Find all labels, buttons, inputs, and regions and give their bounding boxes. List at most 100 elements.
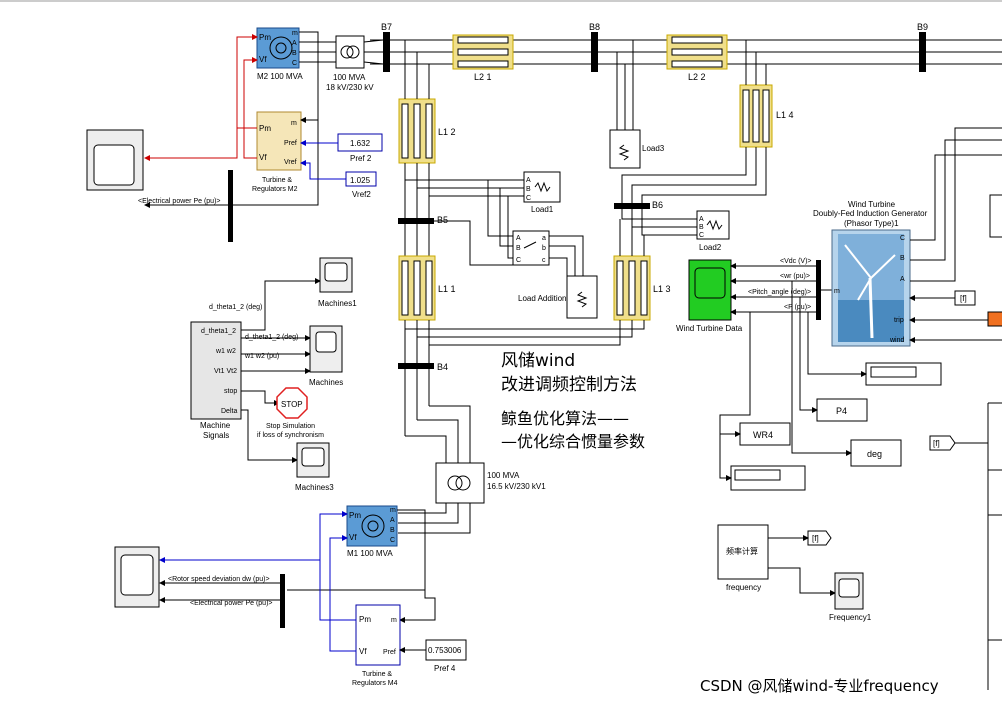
- svg-text:Vf: Vf: [259, 55, 267, 64]
- svg-text:frequency: frequency: [726, 583, 761, 592]
- goto-f-top[interactable]: [f]: [954, 290, 976, 306]
- svg-text:B7: B7: [381, 22, 392, 32]
- regulator-m2[interactable]: Pm m Pref Vf Vref Turbine & Regulators M…: [252, 111, 302, 193]
- svg-text:C: C: [526, 195, 531, 202]
- scope-left-bottom[interactable]: [114, 546, 160, 608]
- machine-m2[interactable]: Pm Vf m A B C M2 100 MVA: [256, 27, 303, 81]
- svg-text:Pref: Pref: [284, 140, 297, 147]
- bus-selector-m2[interactable]: [228, 170, 233, 242]
- svg-text:B: B: [516, 245, 521, 252]
- goto-wr4[interactable]: WR4: [739, 422, 791, 446]
- svg-text:B: B: [292, 50, 297, 57]
- right-bottom-wires: [955, 402, 1002, 690]
- scope-frequency1[interactable]: Frequency1: [829, 572, 872, 622]
- goto-deg[interactable]: deg: [850, 439, 902, 467]
- goto-p4[interactable]: P4: [816, 398, 868, 422]
- m2-red-wires: [144, 34, 258, 161]
- svg-text:A: A: [516, 235, 521, 242]
- constant-vref2[interactable]: 1.025 Vref2: [345, 171, 377, 199]
- svg-text:L1 3: L1 3: [653, 284, 671, 294]
- bus-b6[interactable]: B6: [614, 200, 663, 210]
- load3[interactable]: Load3: [609, 129, 665, 169]
- svg-text:<P (pu)>: <P (pu)>: [784, 304, 811, 311]
- svg-text:Load1: Load1: [531, 205, 554, 214]
- line-l1-1[interactable]: L1 1: [398, 255, 456, 321]
- svg-text:B: B: [526, 186, 531, 193]
- svg-text:Wind Turbine: Wind Turbine: [848, 200, 896, 209]
- wind-turbine-data-scope[interactable]: Wind Turbine Data: [676, 259, 743, 333]
- svg-text:<wr (pu)>: <wr (pu)>: [780, 273, 810, 280]
- line-l1-4[interactable]: L1 4: [739, 84, 794, 148]
- svg-text:m: m: [292, 30, 298, 37]
- svg-text:d_theta1_2 (deg): d_theta1_2 (deg): [209, 304, 262, 311]
- svg-text:Signals: Signals: [203, 431, 229, 440]
- svg-text:Machines3: Machines3: [295, 483, 334, 492]
- line-l1-3[interactable]: L1 3: [613, 255, 671, 321]
- scope-machines3[interactable]: Machines3: [295, 442, 334, 492]
- wt-right-wires: [909, 127, 1002, 343]
- from-f[interactable]: [f]: [929, 435, 956, 451]
- svg-text:B9: B9: [917, 22, 928, 32]
- annotation-red-1: 风储wind: [501, 351, 575, 371]
- breaker[interactable]: A B C a b c: [512, 230, 550, 266]
- svg-text:C: C: [516, 257, 521, 264]
- svg-text:w1 w2: w1 w2: [215, 348, 236, 355]
- load1-wires: [405, 179, 524, 197]
- machine-m1[interactable]: Pm Vf m A B C M1 100 MVA: [346, 505, 398, 558]
- load2[interactable]: A B C Load2: [696, 210, 730, 252]
- bus-b7[interactable]: B7: [381, 22, 392, 72]
- transformer-t1[interactable]: 100 MVA 16.5 kV/230 kV1: [435, 462, 546, 504]
- svg-text:[f]: [f]: [933, 439, 940, 448]
- bus-b5[interactable]: B5: [398, 215, 448, 225]
- scope-left-top[interactable]: [86, 129, 144, 191]
- bus-b4[interactable]: B4: [398, 362, 448, 372]
- constant-pref2[interactable]: 1.632 Pref 2: [337, 133, 383, 163]
- svg-text:B6: B6: [652, 200, 663, 210]
- load1[interactable]: A B C Load1: [523, 171, 561, 214]
- svg-text:Machines: Machines: [309, 378, 343, 387]
- line-l2-2[interactable]: L2 2: [666, 34, 728, 82]
- bus-b9[interactable]: B9: [917, 22, 928, 72]
- svg-text:b: b: [542, 245, 546, 252]
- svg-text:C: C: [900, 235, 905, 242]
- bus-b8[interactable]: B8: [589, 22, 600, 72]
- svg-text:B8: B8: [589, 22, 600, 32]
- svg-text:Pm: Pm: [359, 615, 371, 624]
- svg-text:Vref2: Vref2: [352, 190, 371, 199]
- orange-constant[interactable]: [987, 311, 1002, 327]
- wt-bus-selector[interactable]: [816, 260, 821, 320]
- m4-blue-wires: [159, 511, 356, 652]
- svg-text:Pm: Pm: [349, 511, 361, 520]
- regulator-m4[interactable]: Pm m Vf Pref Turbine & Regulators M4: [352, 604, 401, 687]
- svg-text:wind: wind: [889, 337, 905, 344]
- svg-text:L2 1: L2 1: [474, 72, 492, 82]
- svg-text:a: a: [542, 235, 546, 242]
- scope-machines[interactable]: Machines: [309, 325, 343, 387]
- load-addition[interactable]: Load Addition: [518, 275, 598, 319]
- svg-text:Pm: Pm: [259, 124, 271, 133]
- svg-text:Pm: Pm: [259, 33, 271, 42]
- svg-text:Pref 2: Pref 2: [350, 154, 372, 163]
- wind-turbine-dfig[interactable]: m C B A trip wind: [831, 229, 911, 347]
- right-edge-block[interactable]: [989, 194, 1002, 238]
- frequency-calc-block[interactable]: 频率计算 frequency: [717, 524, 769, 592]
- bus-selector-m1[interactable]: [280, 574, 285, 628]
- machine-signals-block[interactable]: d_theta1_2 w1 w2 Vt1 Vt2 stop Delta Mach…: [190, 321, 242, 440]
- transformer-t2[interactable]: 100 MVA 18 kV/230 kV: [326, 35, 374, 92]
- svg-text:d_theta1_2 (deg): d_theta1_2 (deg): [245, 334, 298, 341]
- line-l2-1[interactable]: L2 1: [452, 34, 514, 82]
- svg-text:Regulators M4: Regulators M4: [352, 680, 398, 687]
- line-l1-2[interactable]: L1 2: [398, 98, 456, 164]
- stop-simulation-block[interactable]: STOP Stop Simulation if loss of synchron…: [257, 387, 324, 439]
- svg-text:<Rotor speed deviation dw (pu: <Rotor speed deviation dw (pu)>: [168, 576, 270, 583]
- svg-text:A: A: [900, 276, 905, 283]
- svg-text:if loss of synchronism: if loss of synchronism: [257, 432, 324, 439]
- goto-f-freq[interactable]: [f]: [807, 530, 832, 546]
- annotation-red-2: 改进调频控制方法: [501, 375, 637, 395]
- svg-text:Vf: Vf: [259, 153, 267, 162]
- svg-text:Load3: Load3: [642, 144, 665, 153]
- svg-text:A: A: [390, 517, 395, 524]
- constant-pref4[interactable]: 0.753006 Pref 4: [425, 639, 467, 673]
- scope-machines1[interactable]: Machines1: [318, 257, 357, 308]
